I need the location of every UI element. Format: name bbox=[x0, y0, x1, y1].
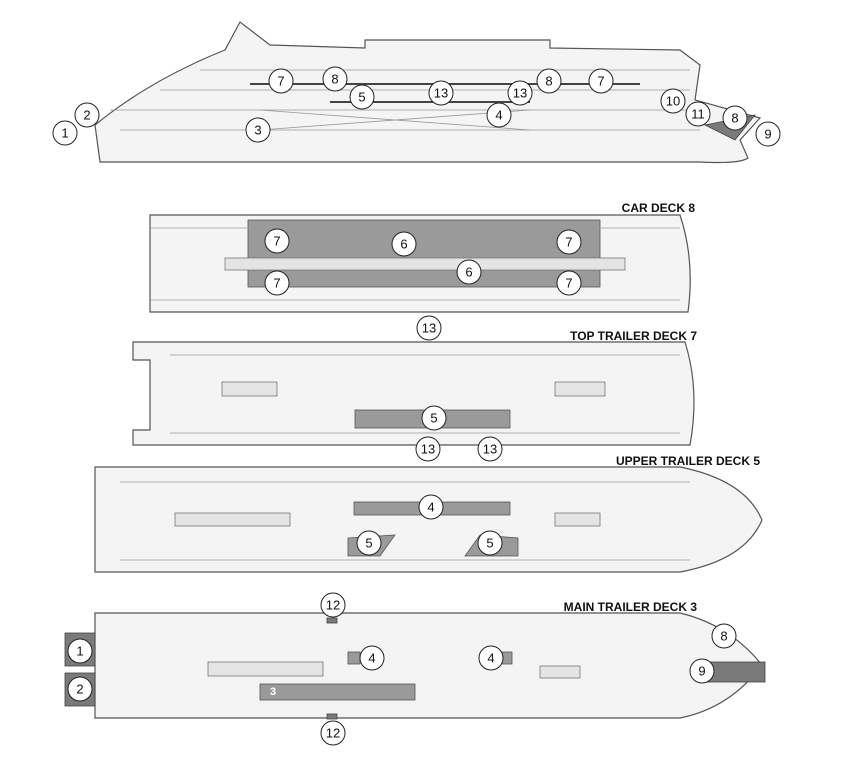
marker: 12 bbox=[320, 720, 346, 746]
marker: 10 bbox=[660, 88, 686, 114]
svg-text:7: 7 bbox=[273, 234, 280, 249]
svg-text:11: 11 bbox=[691, 107, 705, 122]
marker: 13 bbox=[507, 80, 533, 106]
marker: 5 bbox=[349, 84, 375, 110]
svg-text:13: 13 bbox=[434, 86, 448, 101]
svg-text:9: 9 bbox=[698, 664, 705, 679]
marker: 8 bbox=[322, 66, 348, 92]
deck-title: UPPER TRAILER DECK 5 bbox=[616, 454, 760, 468]
svg-text:9: 9 bbox=[764, 127, 771, 142]
marker: 4 bbox=[359, 645, 385, 671]
svg-text:8: 8 bbox=[731, 111, 738, 126]
marker: 2 bbox=[74, 102, 100, 128]
svg-text:8: 8 bbox=[545, 74, 552, 89]
svg-text:7: 7 bbox=[273, 276, 280, 291]
marker: 4 bbox=[418, 494, 444, 520]
svg-text:4: 4 bbox=[427, 500, 434, 515]
svg-text:1: 1 bbox=[76, 644, 83, 659]
profile-markers: 1 2 3 4 5 7 8 13 13 8 7 10 11 8 9 bbox=[52, 66, 781, 147]
svg-text:7: 7 bbox=[565, 276, 572, 291]
marker: 3 bbox=[245, 117, 271, 143]
svg-text:8: 8 bbox=[331, 72, 338, 87]
svg-text:13: 13 bbox=[422, 321, 436, 336]
marker: 12 bbox=[320, 592, 346, 618]
svg-text:5: 5 bbox=[358, 90, 365, 105]
ramp-label: 3 bbox=[270, 686, 276, 698]
marker: 4 bbox=[478, 645, 504, 671]
svg-text:1: 1 bbox=[61, 126, 68, 141]
svg-text:2: 2 bbox=[83, 108, 90, 123]
svg-text:8: 8 bbox=[720, 629, 727, 644]
svg-text:5: 5 bbox=[486, 536, 493, 551]
marker: 8 bbox=[536, 68, 562, 94]
marker: 8 bbox=[722, 105, 748, 131]
deck-title: MAIN TRAILER DECK 3 bbox=[564, 600, 698, 614]
marker: 5 bbox=[356, 530, 382, 556]
marker: 9 bbox=[755, 121, 781, 147]
svg-text:4: 4 bbox=[495, 108, 502, 123]
svg-text:2: 2 bbox=[76, 682, 83, 697]
marker: 13 bbox=[416, 315, 442, 341]
svg-text:7: 7 bbox=[565, 235, 572, 250]
marker: 11 bbox=[685, 101, 711, 127]
marker: 4 bbox=[486, 102, 512, 128]
svg-text:13: 13 bbox=[421, 442, 435, 457]
svg-text:6: 6 bbox=[465, 265, 472, 280]
marker: 9 bbox=[689, 658, 715, 684]
ship-side-profile bbox=[94, 21, 762, 164]
svg-text:13: 13 bbox=[483, 442, 497, 457]
deck-title: CAR DECK 8 bbox=[622, 201, 696, 215]
marker: 13 bbox=[477, 436, 503, 462]
marker: 5 bbox=[421, 405, 447, 431]
svg-text:10: 10 bbox=[666, 94, 680, 109]
marker: 13 bbox=[428, 80, 454, 106]
marker: 7 bbox=[264, 228, 290, 254]
main-trailer-deck-markers: 12 1 4 4 8 9 2 12 bbox=[67, 592, 737, 746]
marker: 5 bbox=[477, 530, 503, 556]
svg-text:13: 13 bbox=[513, 86, 527, 101]
marker: 6 bbox=[391, 231, 417, 257]
main-trailer-deck-3: 3 MAIN TRAILER DECK 3 bbox=[64, 600, 766, 720]
top-trailer-deck-7: TOP TRAILER DECK 7 bbox=[132, 329, 697, 446]
marker: 8 bbox=[711, 623, 737, 649]
car-deck-markers: 7 6 7 7 6 7 bbox=[264, 228, 582, 296]
top-trailer-deck-markers: 13 5 13 13 bbox=[415, 315, 503, 462]
svg-text:5: 5 bbox=[365, 536, 372, 551]
marker: 7 bbox=[556, 229, 582, 255]
marker: 6 bbox=[456, 259, 482, 285]
svg-text:3: 3 bbox=[254, 123, 261, 138]
svg-text:4: 4 bbox=[368, 651, 375, 666]
marker: 7 bbox=[588, 68, 614, 94]
marker: 7 bbox=[264, 270, 290, 296]
upper-trailer-deck-5: UPPER TRAILER DECK 5 bbox=[94, 454, 763, 573]
marker: 7 bbox=[556, 270, 582, 296]
svg-text:7: 7 bbox=[597, 74, 604, 89]
svg-text:6: 6 bbox=[400, 237, 407, 252]
marker: 1 bbox=[67, 638, 93, 664]
svg-text:12: 12 bbox=[326, 726, 340, 741]
marker: 7 bbox=[268, 68, 294, 94]
marker: 2 bbox=[67, 676, 93, 702]
svg-text:7: 7 bbox=[277, 74, 284, 89]
svg-text:4: 4 bbox=[487, 651, 494, 666]
car-deck-8: CAR DECK 8 bbox=[149, 201, 696, 313]
svg-text:12: 12 bbox=[326, 598, 340, 613]
upper-trailer-deck-markers: 4 5 5 bbox=[356, 494, 503, 556]
deck-title: TOP TRAILER DECK 7 bbox=[570, 329, 697, 343]
marker: 1 bbox=[52, 120, 78, 146]
svg-text:5: 5 bbox=[430, 411, 437, 426]
marker: 13 bbox=[415, 436, 441, 462]
